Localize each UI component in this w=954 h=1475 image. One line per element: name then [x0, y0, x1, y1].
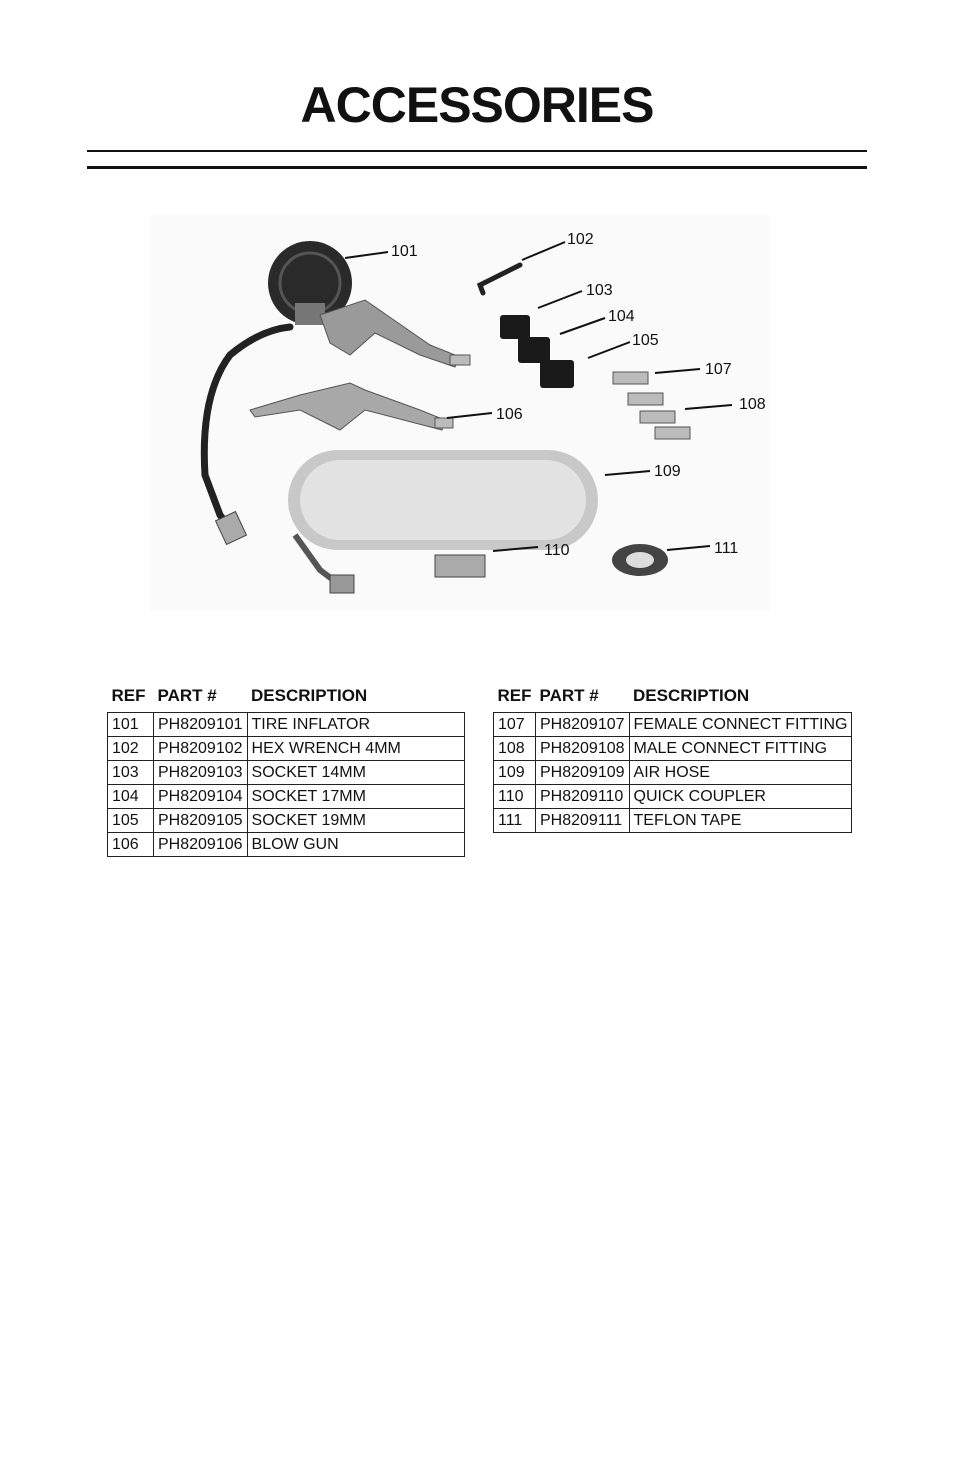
callout-107: 107	[705, 361, 732, 378]
callout-101: 101	[391, 243, 418, 260]
cell-description: HEX WRENCH 4MM	[246, 736, 466, 761]
callout-104: 104	[608, 308, 635, 325]
cell-ref: 111	[493, 808, 536, 833]
cell-part: PH8209105	[153, 808, 248, 833]
page-title: ACCESSORIES	[300, 77, 655, 133]
header-ref: REF	[497, 686, 532, 705]
cell-ref: 102	[107, 736, 154, 761]
table-header-row: REF PART # DESCRIPTION	[108, 686, 465, 713]
header-description: DESCRIPTION	[251, 686, 368, 705]
tire-inflator-drawing	[200, 241, 471, 546]
callout-103: 103	[586, 282, 613, 299]
cell-description: SOCKET 14MM	[246, 760, 466, 785]
cell-ref: 104	[107, 784, 154, 809]
blow-gun-drawing	[249, 382, 454, 431]
header-part: PART #	[539, 686, 599, 705]
cell-ref: 107	[493, 712, 536, 737]
cell-ref: 106	[107, 832, 154, 857]
cell-description: SOCKET 17MM	[246, 784, 466, 809]
callout-111: 111	[714, 540, 738, 557]
cell-description: QUICK COUPLER	[628, 784, 853, 809]
header-rule-top	[87, 150, 867, 152]
cell-part: PH8209107	[535, 712, 630, 737]
callout-105: 105	[632, 332, 659, 349]
cell-ref: 110	[493, 784, 536, 809]
callout-102: 102	[567, 231, 594, 248]
cell-description: BLOW GUN	[246, 832, 466, 857]
cell-ref: 101	[107, 712, 154, 737]
cell-description: SOCKET 19MM	[246, 808, 466, 833]
cell-ref: 105	[107, 808, 154, 833]
accessories-diagram: 101 102 103 104 105 107 108 106 109 110 …	[150, 215, 770, 610]
air-hose-drawing	[288, 450, 598, 594]
cell-ref: 108	[493, 736, 536, 761]
cell-description: AIR HOSE	[628, 760, 853, 785]
cell-part: PH8209108	[535, 736, 630, 761]
cell-part: PH8209111	[535, 808, 630, 833]
cell-part: PH8209106	[153, 832, 248, 857]
cell-description: FEMALE CONNECT FITTING	[628, 712, 853, 737]
cell-description: TEFLON TAPE	[628, 808, 853, 833]
cell-part: PH8209101	[153, 712, 248, 737]
callout-109: 109	[654, 463, 681, 480]
cell-ref: 103	[107, 760, 154, 785]
header-part: PART #	[157, 686, 217, 705]
callout-110: 110	[544, 542, 570, 559]
header-description: DESCRIPTION	[633, 686, 750, 705]
cell-ref: 109	[493, 760, 536, 785]
callout-106: 106	[496, 406, 523, 423]
header-rule-bottom	[87, 166, 867, 169]
cell-description: TIRE INFLATOR	[246, 712, 466, 737]
header-ref: REF	[111, 686, 146, 705]
cell-part: PH8209104	[153, 784, 248, 809]
cell-part: PH8209109	[535, 760, 630, 785]
cell-part: PH8209102	[153, 736, 248, 761]
cell-part: PH8209103	[153, 760, 248, 785]
cell-description: MALE CONNECT FITTING	[628, 736, 853, 761]
callout-108: 108	[739, 396, 766, 413]
cell-part: PH8209110	[535, 784, 630, 809]
table-header-row: REF PART # DESCRIPTION	[494, 686, 852, 713]
